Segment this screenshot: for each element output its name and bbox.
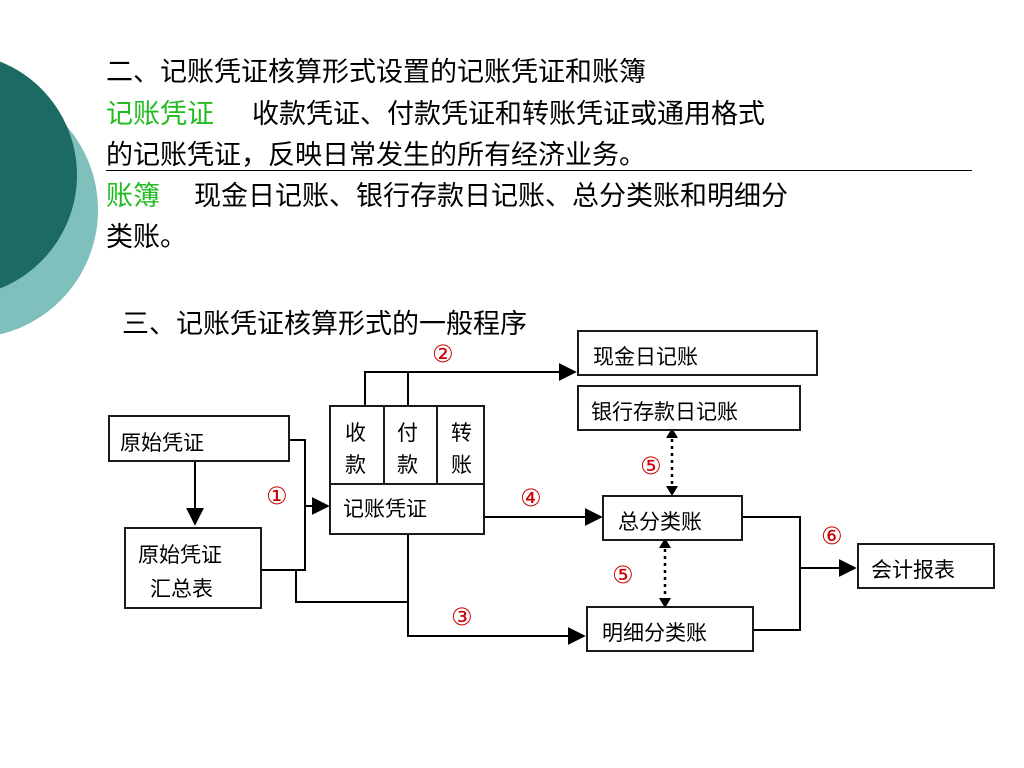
arrow-step2 [364, 363, 577, 405]
step-1-label: ① [266, 482, 288, 510]
label-transfer-top: 转 [451, 421, 472, 445]
voucher-divider-2 [436, 407, 438, 483]
book-desc-2: 类账。 [106, 222, 187, 253]
box-report: 会计报表 [857, 543, 995, 589]
step-6-label: ⑥ [821, 522, 843, 550]
decorative-circles [0, 61, 98, 335]
voucher-line-1: 记账凭证 收款凭证、付款凭证和转账凭证或通用格式 [106, 92, 765, 131]
label-voucher: 记账凭证 [343, 497, 427, 521]
label-transfer-bottom: 账 [451, 453, 472, 477]
deco-circle-dark [0, 61, 77, 289]
book-term: 账簿 [106, 181, 160, 212]
label-original-voucher: 原始凭证 [120, 431, 204, 455]
box-detail-ledger: 明细分类账 [586, 606, 754, 652]
step-5-top-label: ⑤ [640, 452, 662, 480]
label-summary-line2: 汇总表 [150, 577, 213, 601]
step-5-bottom-label: ⑤ [612, 561, 634, 589]
dotted-arrowhead-up-1 [666, 428, 678, 438]
voucher-type-row [331, 407, 483, 485]
voucher-divider-1 [383, 407, 385, 483]
arrow-step3-from-summary [262, 569, 408, 603]
dotted-arrowhead-up-2 [659, 538, 671, 548]
voucher-desc-1: 收款凭证、付款凭证和转账凭证或通用格式 [252, 99, 765, 130]
heading-section-3: 三、记账凭证核算形式的一般程序 [122, 309, 527, 340]
label-receipt-bottom: 款 [345, 453, 366, 477]
label-detail-ledger: 明细分类账 [602, 621, 707, 645]
box-general-ledger: 总分类账 [602, 495, 743, 541]
label-receipt-top: 收 [345, 421, 366, 445]
box-cash-journal: 现金日记账 [577, 330, 818, 376]
label-cash-journal: 现金日记账 [593, 345, 698, 369]
label-bank-journal: 银行存款日记账 [591, 400, 738, 424]
box-bank-journal: 银行存款日记账 [577, 385, 801, 431]
voucher-desc-2: 的记账凭证，反映日常发生的所有经济业务。 [106, 140, 646, 171]
divider-rule [106, 170, 972, 171]
arrow-step6-general [743, 516, 801, 631]
box-original-summary: 原始凭证 汇总表 [124, 527, 262, 609]
heading-section-2: 二、记账凭证核算形式设置的记账凭证和账簿 [106, 57, 646, 88]
box-original-voucher: 原始凭证 [108, 415, 290, 462]
box-voucher: 收 款 付 款 转 账 记账凭证 [329, 405, 485, 535]
label-report: 会计报表 [871, 558, 955, 582]
step-4-label: ④ [520, 484, 542, 512]
label-payment-bottom: 款 [397, 453, 418, 477]
dotted-arrowhead-down-1 [666, 486, 678, 496]
arrow-step3 [407, 535, 586, 645]
dotted-arrowhead-down-2 [659, 598, 671, 608]
label-general-ledger: 总分类账 [618, 510, 702, 534]
label-payment-top: 付 [397, 421, 418, 445]
book-desc-1: 现金日记账、银行存款日记账、总分类账和明细分 [194, 181, 788, 212]
step-3-label: ③ [451, 603, 473, 631]
book-line-1: 账簿 现金日记账、银行存款日记账、总分类账和明细分 [106, 174, 788, 213]
label-summary-line1: 原始凭证 [138, 543, 222, 567]
step-2-label: ② [432, 340, 454, 368]
voucher-term: 记账凭证 [106, 99, 214, 130]
